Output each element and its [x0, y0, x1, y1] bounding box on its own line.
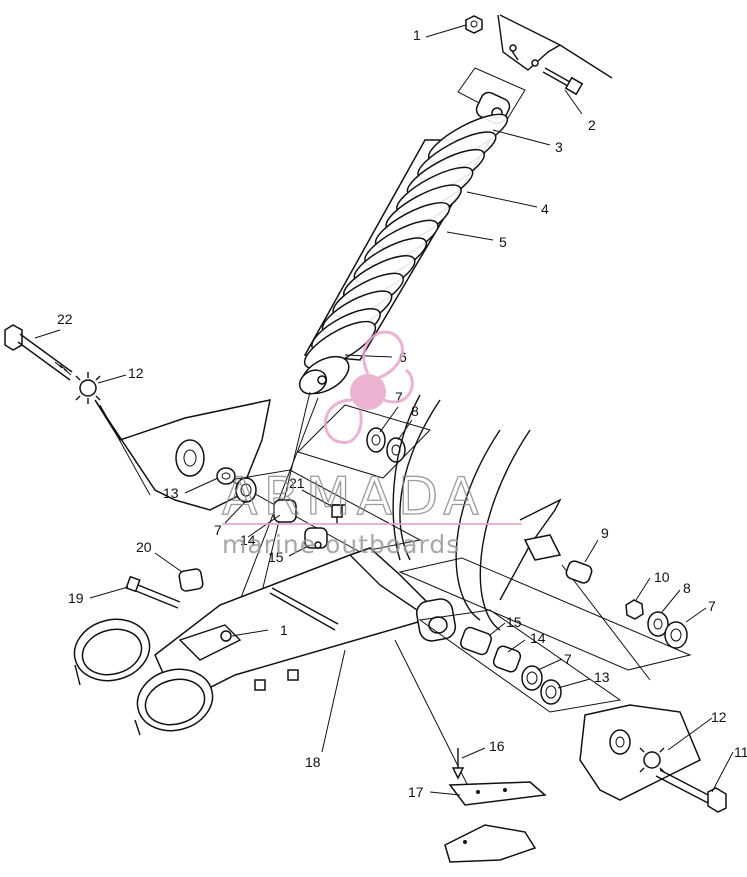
callout-16: 16	[489, 738, 505, 754]
washer-pair-upper	[297, 404, 431, 479]
callout-3: 3	[555, 139, 563, 155]
callout-7: 7	[708, 598, 716, 614]
bolt-11	[655, 769, 727, 813]
shock-absorber	[298, 91, 511, 395]
callout-5: 5	[499, 234, 507, 250]
bolt-19	[125, 575, 181, 609]
callout-21: 21	[289, 475, 305, 491]
callout-22: 22	[57, 311, 73, 327]
callout-7: 7	[395, 389, 403, 405]
callout-20: 20	[136, 539, 152, 555]
swing-arm	[73, 547, 457, 736]
bushing-stack-left	[216, 467, 422, 553]
callout-15: 15	[506, 614, 522, 630]
side-plate-right	[579, 704, 701, 801]
callout-1: 1	[413, 27, 421, 43]
callout-19: 19	[68, 590, 84, 606]
callout-11: 11	[734, 744, 747, 760]
callout-13: 13	[594, 669, 610, 685]
pin-16	[451, 748, 465, 780]
callout-13: 13	[163, 485, 179, 501]
frame-bracket	[497, 14, 613, 79]
bolt-part	[542, 67, 584, 96]
star-washer-left	[75, 372, 101, 404]
spacer-20	[178, 568, 204, 592]
callout-12: 12	[128, 365, 144, 381]
callout-7: 7	[564, 651, 572, 667]
callout-14: 14	[530, 630, 546, 646]
watermark-tagline: marine outboards	[222, 530, 460, 559]
callout-2: 2	[588, 117, 596, 133]
callout-4: 4	[541, 201, 549, 217]
callout-6: 6	[399, 349, 407, 365]
callout-8: 8	[683, 580, 691, 596]
callout-8: 8	[411, 403, 419, 419]
leader-lines	[34, 24, 734, 796]
callout-12: 12	[711, 709, 727, 725]
callout-18: 18	[305, 754, 321, 770]
spring-coils	[311, 113, 509, 352]
callout-17: 17	[408, 784, 424, 800]
armada-logo-icon	[324, 330, 414, 444]
callout-7: 7	[214, 522, 222, 538]
watermark: ARMADA marine outboards	[221, 330, 522, 559]
bushing-stack-lower	[418, 609, 622, 713]
grease-fitting	[330, 504, 346, 524]
callout-9: 9	[601, 525, 609, 541]
nut-part	[465, 15, 483, 34]
callout-1: 1	[280, 622, 288, 638]
spacer-stack-right	[398, 557, 692, 671]
callout-14: 14	[240, 532, 256, 548]
callout-15: 15	[268, 549, 284, 565]
bolt-22	[4, 324, 73, 381]
callout-labels: 1 2 3 4 5 6 7 8 22 12 13 21 7 14 15 20 1…	[57, 27, 747, 800]
watermark-brand: ARMADA	[222, 467, 485, 527]
callout-10: 10	[654, 569, 670, 585]
bracket-17	[444, 781, 547, 863]
